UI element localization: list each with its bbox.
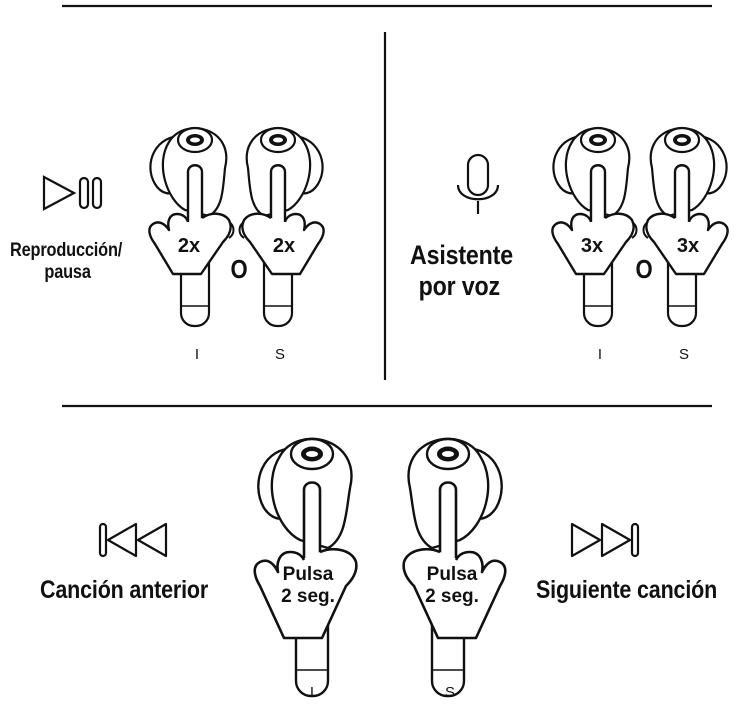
play-pause-label-line1: Reproducción/	[10, 240, 123, 261]
play-pause-label-line2: pausa	[44, 262, 91, 283]
tap-count-label: 3x	[581, 235, 603, 257]
next-track-label: Siguiente canción	[536, 576, 718, 604]
earbud-right-voice: 3x	[642, 126, 729, 328]
left-side-marker: I	[309, 684, 315, 701]
press-label-line2: 2 seg.	[281, 586, 335, 607]
earbud-left-voice: 3x	[551, 126, 638, 328]
play-pause-label: Reproducción/ pausa	[10, 240, 122, 284]
previous-track-label: Canción anterior	[40, 576, 209, 604]
earbud-left-play-pause: 2x	[148, 126, 235, 328]
left-side-marker: I	[597, 346, 603, 363]
or-separator: O	[635, 254, 653, 284]
previous-track-icon	[98, 522, 168, 558]
right-side-marker: S	[274, 346, 285, 363]
earbud-left-previous: Pulsa 2 seg.	[253, 437, 358, 698]
microphone-icon	[456, 153, 500, 214]
press-label-line1: Pulsa	[427, 564, 478, 585]
press-label-line1: Pulsa	[283, 564, 334, 585]
voice-assistant-label-line1: Asistente	[410, 240, 513, 270]
tap-count-label: 2x	[178, 235, 200, 257]
right-side-marker: S	[444, 684, 455, 701]
voice-assistant-label-line2: por voz	[418, 271, 501, 301]
next-track-icon	[570, 522, 640, 558]
voice-assistant-label: Asistente por voz	[410, 240, 513, 302]
play-pause-icon	[42, 175, 103, 211]
left-side-marker: I	[194, 346, 200, 363]
tap-count-label: 2x	[273, 235, 295, 257]
right-side-marker: S	[678, 346, 689, 363]
earbud-right-play-pause: 2x	[238, 126, 325, 328]
or-separator: O	[230, 254, 248, 284]
press-label-line2: 2 seg.	[425, 586, 479, 607]
tap-count-label: 3x	[677, 235, 699, 257]
earbud-right-next: Pulsa 2 seg.	[402, 437, 507, 698]
